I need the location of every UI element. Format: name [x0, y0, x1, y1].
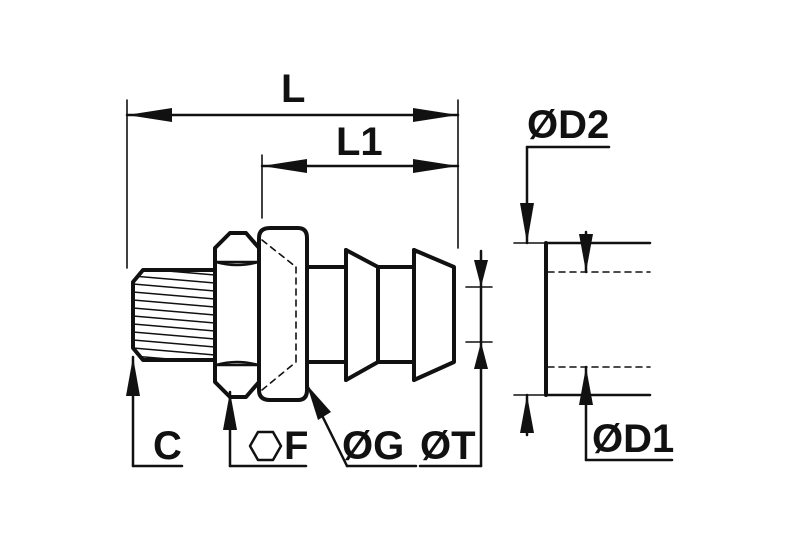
dimension-t: ØT: [418, 249, 493, 468]
hex-nut: [213, 231, 261, 399]
threaded-end: [131, 268, 217, 362]
dimension-d1: ØD1: [579, 230, 674, 462]
thread-hatching: [133, 270, 215, 360]
label-l1: L1: [336, 120, 383, 164]
body-shoulder: [257, 226, 309, 402]
dimension-g: ØG: [305, 383, 418, 468]
dimension-c: C: [126, 355, 184, 468]
label-f: F: [284, 424, 308, 468]
label-d1: ØD1: [592, 417, 674, 461]
dimension-d2: ØD2: [513, 103, 611, 437]
hose-barb: [305, 248, 456, 382]
dimension-l1: L1: [260, 120, 460, 219]
label-l: L: [281, 67, 305, 111]
label-d2: ØD2: [527, 103, 609, 147]
label-t: ØT: [420, 424, 476, 468]
label-c: C: [153, 424, 182, 468]
hose-section: [544, 241, 652, 397]
hexagon-icon: [248, 430, 283, 462]
label-g: ØG: [342, 424, 404, 468]
dimension-l: L: [125, 67, 460, 269]
dimension-f: F: [223, 390, 308, 468]
